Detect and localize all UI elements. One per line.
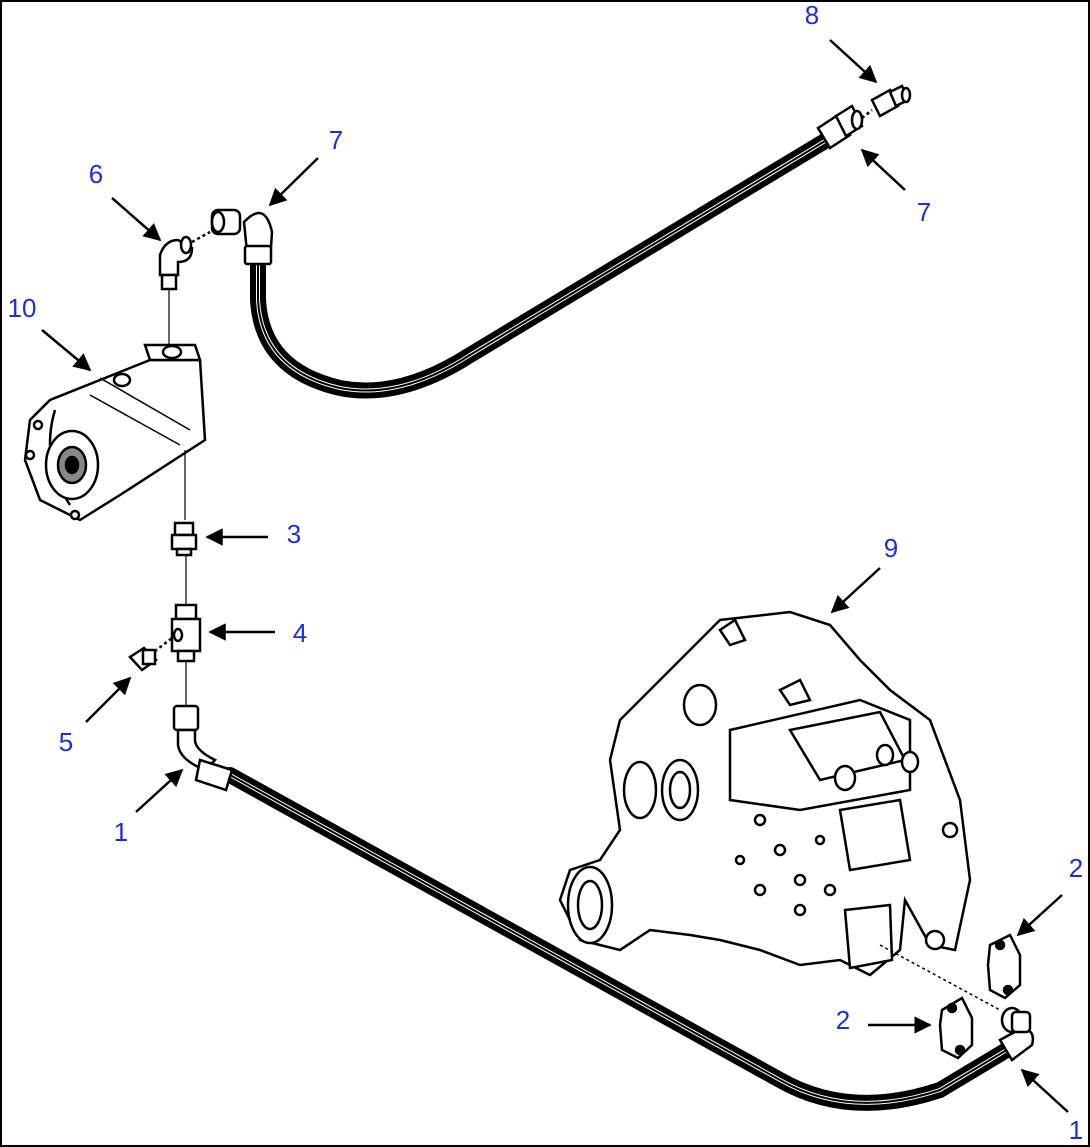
flange-half-upper [986, 933, 1022, 1000]
plug-5 [128, 646, 158, 672]
callout-6: 6 [88, 159, 104, 189]
lower-hose-elbow-fitting [172, 704, 234, 792]
flange-half-lower [938, 996, 974, 1060]
callout-1-right: 1 [1068, 1115, 1084, 1145]
callout-3: 3 [286, 519, 302, 549]
pump-10 [23, 343, 207, 522]
callout-2-upper: 2 [1068, 853, 1084, 883]
upper-hose-elbow-fitting [210, 208, 274, 266]
callout-10: 10 [7, 293, 37, 323]
upper-hose-straight-fitting [816, 104, 864, 150]
lower-hose [222, 767, 1023, 1111]
elbow-fitting-6 [158, 230, 211, 345]
adapter-fitting-8 [861, 84, 912, 119]
lower-hose-end-fitting [998, 1006, 1035, 1062]
upper-hose [250, 130, 838, 399]
callout-8: 8 [804, 0, 820, 30]
tee-fitting-4 [149, 603, 202, 705]
fitting-3 [170, 521, 198, 605]
callout-2-lower: 2 [835, 1005, 851, 1035]
callout-9: 9 [883, 533, 899, 563]
callout-5: 5 [58, 727, 74, 757]
valve-body-9 [558, 610, 1001, 1011]
callout-1-left: 1 [113, 817, 129, 847]
callout-7-right: 7 [916, 197, 932, 227]
leader-arrows [41, 39, 1069, 1113]
callout-4: 4 [292, 618, 308, 648]
callout-7-upper-left: 7 [328, 125, 344, 155]
